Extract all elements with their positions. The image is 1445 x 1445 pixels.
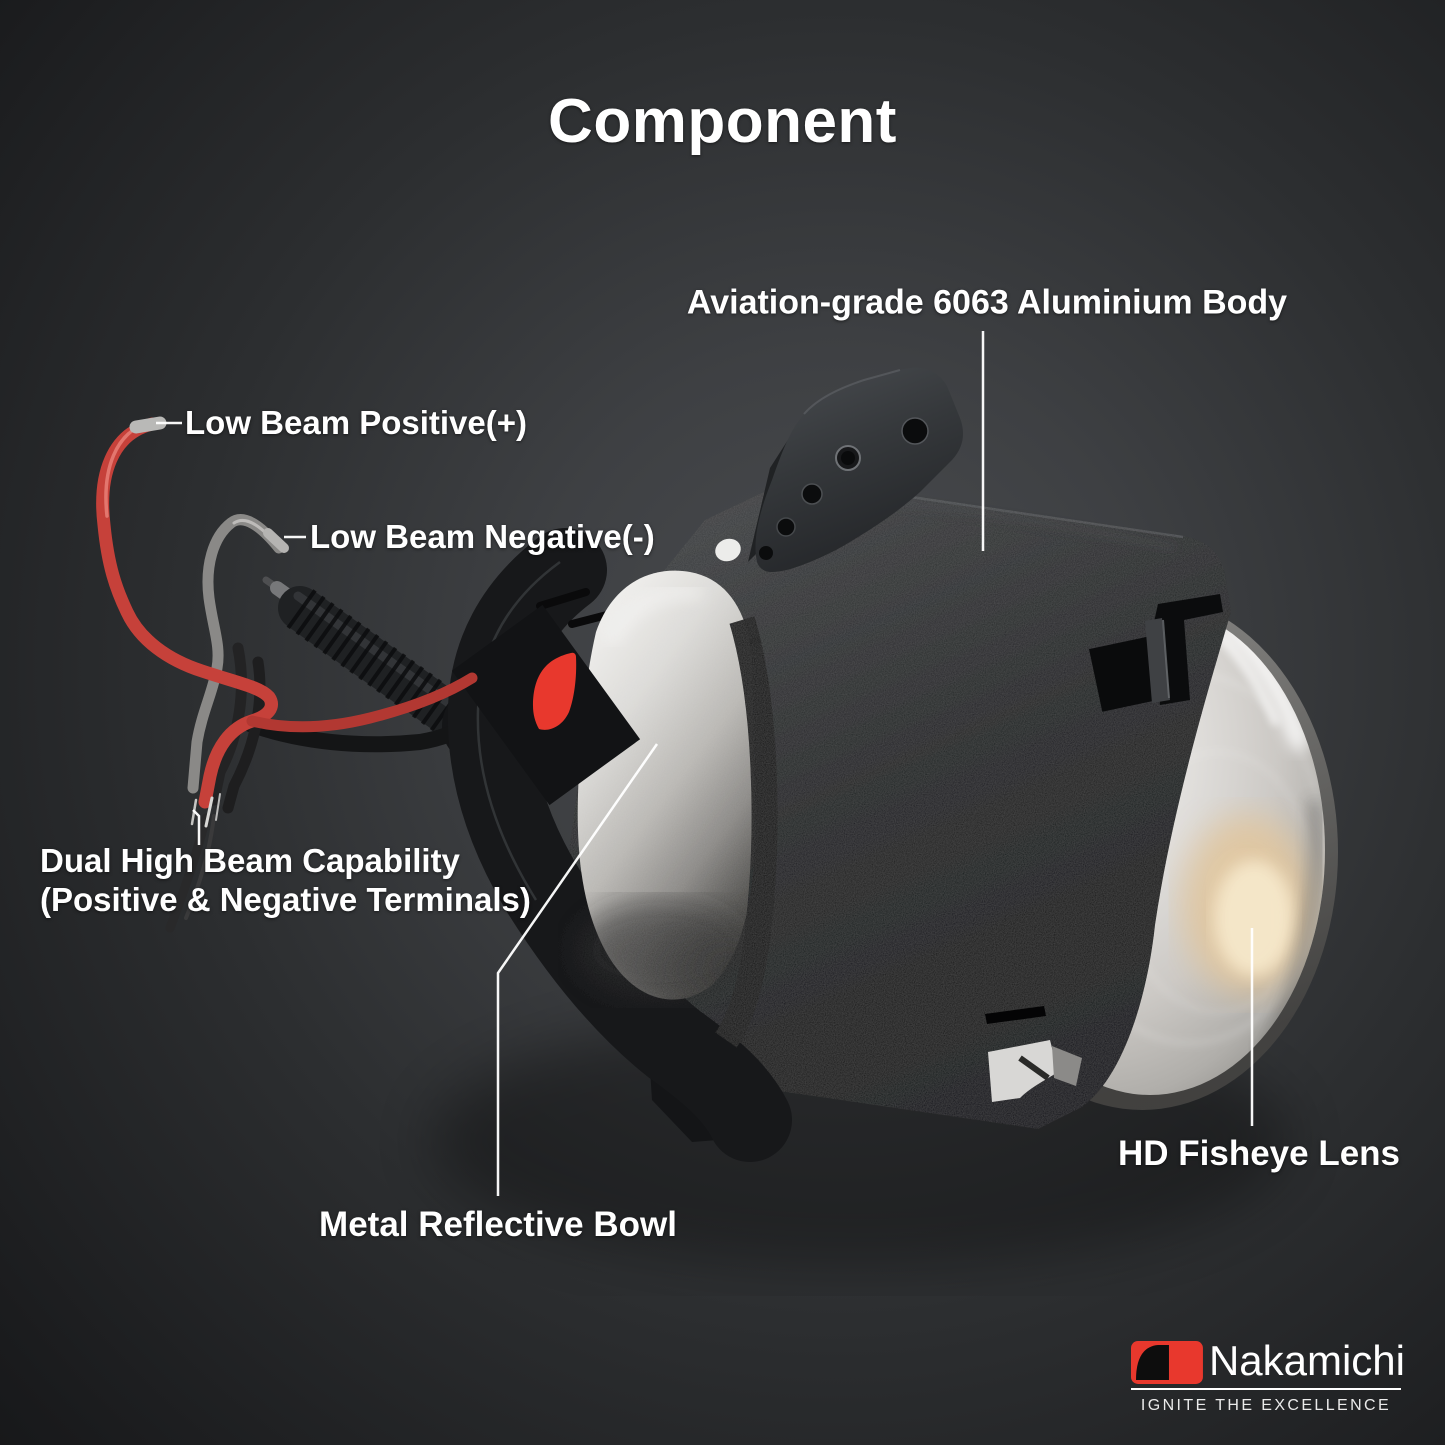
leader-reflective-bowl: [496, 743, 659, 1196]
leader-lines: [156, 331, 1254, 1196]
page-title: Component: [548, 87, 897, 156]
lens-retaining-clip-bottom: [985, 1006, 1082, 1102]
mounting-bracket: [715, 367, 964, 572]
brand-tagline: IGNITE THE EXCELLENCE: [1140, 1397, 1392, 1414]
logo-divider: [1131, 1388, 1401, 1390]
nakamichi-swoosh-icon: [533, 652, 577, 730]
callout-low-beam-negative: Low Beam Negative(-): [310, 518, 655, 555]
alignment-pin: [715, 538, 741, 562]
lens-retaining-clip-top: [1089, 594, 1223, 712]
callout-dual-high-beam-line2: (Positive & Negative Terminals): [40, 881, 531, 918]
callout-dual-high-beam: Dual High Beam Capability (Positive & Ne…: [40, 841, 531, 919]
callout-fisheye-lens: HD Fisheye Lens: [1117, 1134, 1401, 1173]
reflective-bowl: [575, 570, 778, 1048]
brand-logo: Nakamichi IGNITE THE EXCELLENCE: [1131, 1338, 1405, 1415]
callout-aluminium-body: Aviation-grade 6063 Aluminium Body: [686, 283, 1288, 322]
callout-dual-high-beam-line1: Dual High Beam Capability: [40, 842, 460, 879]
leader-dual-high-beam: [192, 809, 201, 845]
brand-decal: [451, 604, 641, 806]
callout-low-beam-positive: Low Beam Positive(+): [185, 404, 528, 441]
brand-name: Nakamichi: [1208, 1337, 1405, 1384]
nakamichi-logo-icon: [1131, 1341, 1203, 1384]
callout-reflective-bowl: Metal Reflective Bowl: [319, 1205, 677, 1244]
